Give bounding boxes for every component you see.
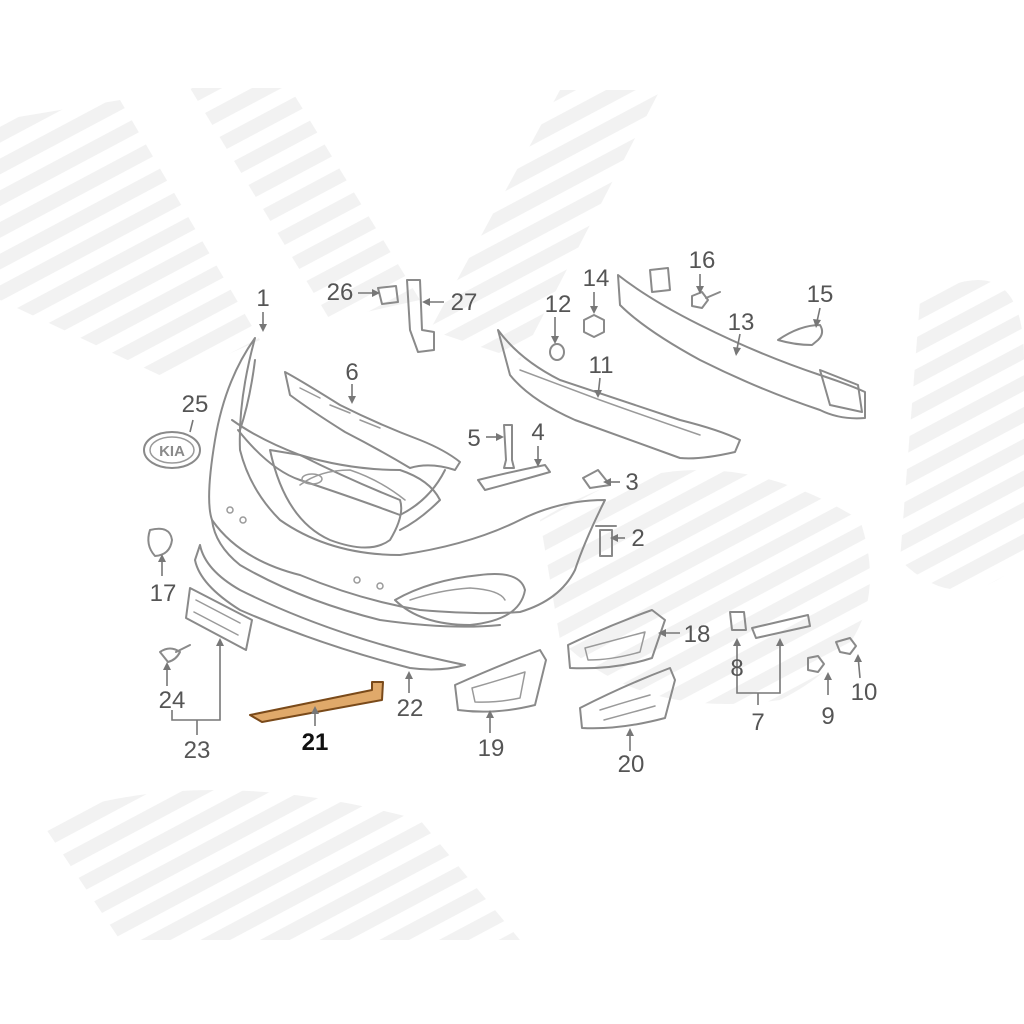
callout-18: 18 — [684, 621, 711, 648]
callout-15: 15 — [807, 281, 834, 308]
callout-19: 19 — [478, 735, 505, 762]
callout-23: 23 — [184, 737, 211, 764]
hardware-parts — [147, 279, 857, 673]
callout-26: 26 — [327, 279, 354, 306]
callout-8: 8 — [730, 655, 743, 682]
part-22-lower-spoiler — [194, 544, 466, 671]
callout-22: 22 — [397, 695, 424, 722]
part-23-license-bracket — [185, 587, 253, 651]
callout-5: 5 — [467, 425, 480, 452]
callout-14: 14 — [583, 265, 610, 292]
callout-3: 3 — [625, 469, 638, 496]
callout-1: 1 — [256, 285, 269, 312]
callout-6: 6 — [345, 359, 358, 386]
callout-25: 25 — [182, 391, 209, 418]
callout-11: 11 — [589, 352, 614, 379]
callout-2: 2 — [631, 525, 644, 552]
callout-21: 21 — [302, 729, 329, 756]
callout-10: 10 — [851, 679, 878, 706]
callout-16: 16 — [689, 247, 716, 274]
callout-13: 13 — [728, 309, 755, 336]
part-13-reinforcement-beam — [617, 267, 866, 420]
callout-4: 4 — [531, 419, 544, 446]
callout-24: 24 — [159, 687, 186, 714]
part-18-fog-cover — [567, 609, 666, 670]
arrowheads — [158, 286, 862, 736]
callout-12: 12 — [545, 291, 572, 318]
watermark — [0, 88, 1024, 940]
emblem-text: KIA — [159, 443, 185, 460]
callout-9: 9 — [821, 703, 834, 730]
part-19-fog-cover — [454, 649, 547, 713]
callout-27: 27 — [451, 289, 478, 316]
callout-7: 7 — [751, 709, 764, 736]
callout-labels: 1 2 3 4 5 6 7 8 9 10 11 12 13 14 15 16 1… — [150, 247, 878, 778]
callout-20: 20 — [618, 751, 645, 778]
part-11-energy-absorber — [497, 329, 741, 460]
part-1-bumper-cover — [208, 337, 606, 628]
callout-17: 17 — [150, 580, 177, 607]
part-25-emblem: KIA — [143, 431, 201, 469]
grille-surround — [231, 419, 441, 531]
part-21-molding-highlighted — [249, 681, 384, 723]
part-6-grille-bracket — [284, 371, 461, 471]
part-20-fog-cover — [579, 667, 676, 730]
